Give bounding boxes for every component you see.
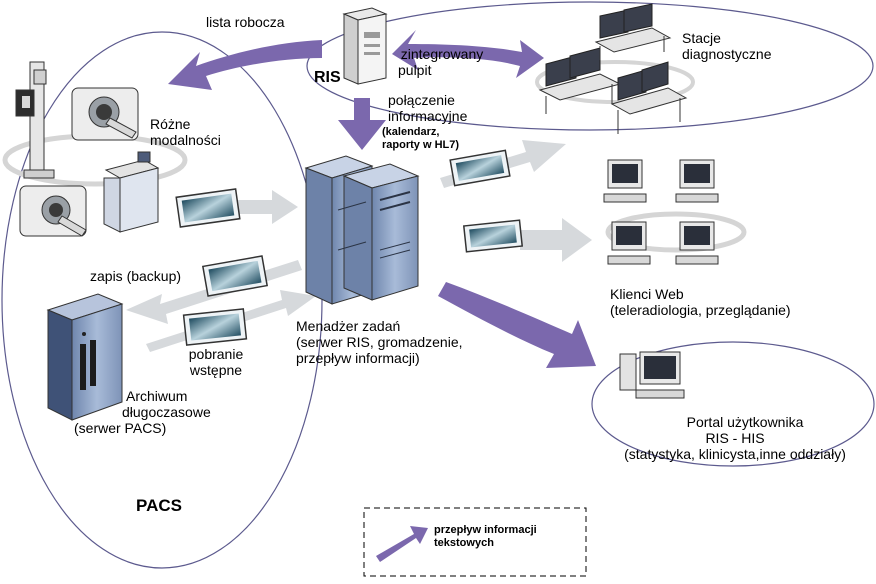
stations-ring bbox=[535, 60, 695, 104]
ris-server-icon bbox=[342, 7, 388, 85]
archive-label: Archiwum długoczasowe (serwer PACS) bbox=[74, 388, 211, 436]
ris-label: RIS bbox=[314, 69, 341, 86]
user-portal-pc-icon bbox=[619, 351, 685, 399]
image-tile-stations bbox=[449, 149, 511, 187]
web-clients-ring bbox=[605, 211, 747, 253]
worklist-arrow bbox=[168, 40, 322, 90]
calendar-reports-label: (kalendarz, raporty w HL7) bbox=[382, 126, 460, 151]
worklist-label: lista robocza bbox=[206, 14, 285, 30]
legend-arrow-icon bbox=[376, 526, 428, 562]
legend-box bbox=[363, 507, 587, 577]
mri-scanner-icon bbox=[19, 185, 87, 237]
diagnostic-stations-ellipse bbox=[306, 1, 874, 131]
integrated-desktop-arrow bbox=[392, 30, 544, 78]
film-processor-icon bbox=[103, 151, 160, 233]
web-client-pc-icon-3 bbox=[607, 221, 651, 265]
pacs-label: PACS bbox=[136, 496, 182, 515]
task-manager-server-icon bbox=[304, 155, 420, 305]
web-clients-label: Klienci Web (teleradiologia, przeglądani… bbox=[610, 286, 791, 318]
prefetch-label: pobranie wstępne bbox=[188, 346, 244, 378]
integrated-desktop-label: zintegrowany pulpit bbox=[398, 46, 484, 78]
pacs-ellipse bbox=[1, 31, 323, 569]
diagnostic-workstation-icon-2 bbox=[594, 3, 672, 60]
modalities-label: Różne modalności bbox=[150, 116, 221, 148]
image-tile-prefetch bbox=[182, 308, 248, 346]
info-connection-label: połączenie informacyjne bbox=[388, 92, 468, 124]
ct-scanner-icon bbox=[71, 87, 139, 141]
user-portal-label: Portal użytkownika RIS - HIS (statystyka… bbox=[624, 414, 846, 462]
to-web-clients-arrow bbox=[520, 218, 592, 262]
diagnostic-stations-label: Stacje diagnostyczne bbox=[682, 30, 772, 62]
user-portal-ellipse bbox=[591, 341, 875, 467]
image-tile-backup bbox=[201, 255, 269, 297]
info-connection-arrow bbox=[338, 98, 386, 150]
archive-server-icon bbox=[46, 293, 124, 421]
diagnostic-workstation-icon-3 bbox=[610, 61, 688, 134]
modalities-to-manager-arrow bbox=[236, 190, 298, 224]
backup-label: zapis (backup) bbox=[90, 268, 182, 284]
task-manager-label: Menadżer zadań (serwer RIS, gromadzenie,… bbox=[296, 318, 463, 366]
xray-stand-icon bbox=[15, 61, 55, 179]
diagnostic-workstation-icon-1 bbox=[538, 47, 622, 114]
web-client-pc-icon-2 bbox=[675, 159, 719, 203]
web-client-pc-icon-1 bbox=[603, 159, 647, 203]
image-tile-web bbox=[462, 219, 524, 253]
legend-label: przepływ informacji tekstowych bbox=[434, 524, 537, 549]
portal-arrow bbox=[438, 282, 596, 368]
web-client-pc-icon-4 bbox=[675, 221, 719, 265]
image-tile-modality bbox=[175, 188, 241, 228]
